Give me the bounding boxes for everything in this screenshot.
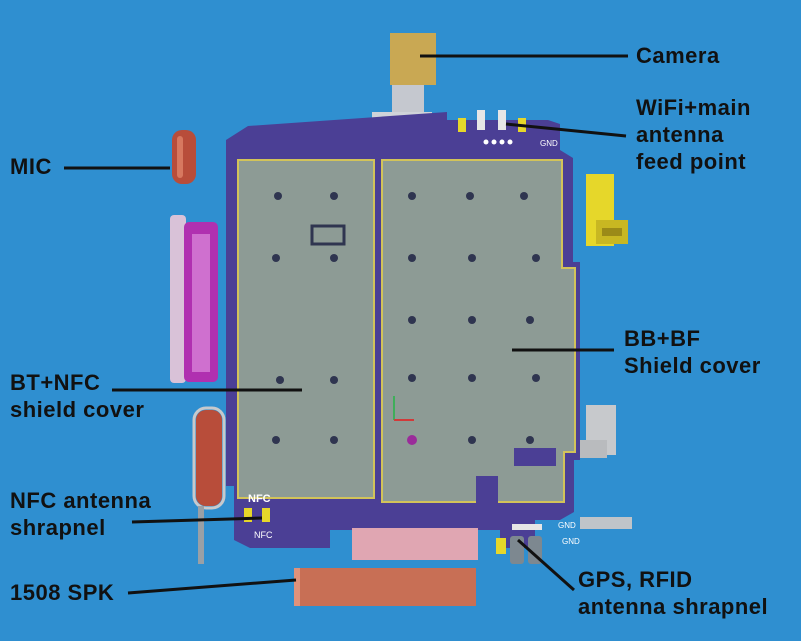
label-camera: Camera [636, 43, 720, 68]
label-bt-line2: shield cover [10, 397, 145, 422]
nfc-shrapnel-pin [198, 506, 204, 564]
label-bb-line1: BB+BF [624, 326, 701, 351]
label-nfc-line2: shrapnel [10, 515, 106, 540]
label-mic: MIC [10, 154, 52, 179]
silkscreen-gnd-br: GND [562, 537, 580, 546]
bb-shield-marker [407, 435, 417, 445]
silkscreen-gnd-right: GND [558, 521, 576, 530]
purple-component-left [170, 215, 186, 383]
bb-bf-shield-cover [381, 159, 576, 503]
speaker-edge [294, 568, 300, 606]
bt-nfc-shield-cover [237, 159, 375, 499]
label-wifi-line1: WiFi+main [636, 95, 751, 120]
label-bt-line1: BT+NFC [10, 370, 101, 395]
label-gps-line2: antenna shrapnel [578, 594, 769, 619]
leader-nfc [131, 516, 263, 524]
mic-component [172, 130, 196, 184]
nfc-shrapnel-body [196, 410, 222, 506]
speaker [294, 568, 476, 606]
label-wifi-line3: feed point [636, 149, 747, 174]
camera-module [390, 33, 436, 85]
mic-highlight [177, 136, 183, 178]
label-gps-line1: GPS, RFID [578, 567, 693, 592]
bb-shield-connector [514, 448, 556, 466]
side-bracket-lower [575, 440, 607, 458]
bb-shield-chip [476, 476, 498, 506]
bt-shield-component [310, 224, 346, 246]
bt-shield-holes [272, 192, 338, 444]
pink-connector [352, 528, 478, 560]
label-nfc-line1: NFC antenna [10, 488, 152, 513]
leader-wifi [505, 122, 627, 138]
silkscreen-nfc-bottom: NFC [254, 530, 273, 540]
silkscreen-nfc-top: NFC [248, 493, 271, 505]
label-spk: 1508 SPK [10, 580, 115, 605]
leader-spk [127, 578, 297, 595]
label-bb-line2: Shield cover [624, 353, 761, 378]
bb-shield-holes [408, 192, 540, 444]
label-wifi-line2: antenna [636, 122, 724, 147]
side-rail [580, 517, 632, 529]
silkscreen-gnd-top: GND [540, 139, 558, 148]
leader-gps [517, 538, 575, 592]
nfc-shrapnel-frame [192, 406, 226, 510]
yellow-connector-slot [602, 228, 622, 236]
purple-component-inner [192, 234, 210, 372]
nfc-pads [244, 508, 270, 522]
